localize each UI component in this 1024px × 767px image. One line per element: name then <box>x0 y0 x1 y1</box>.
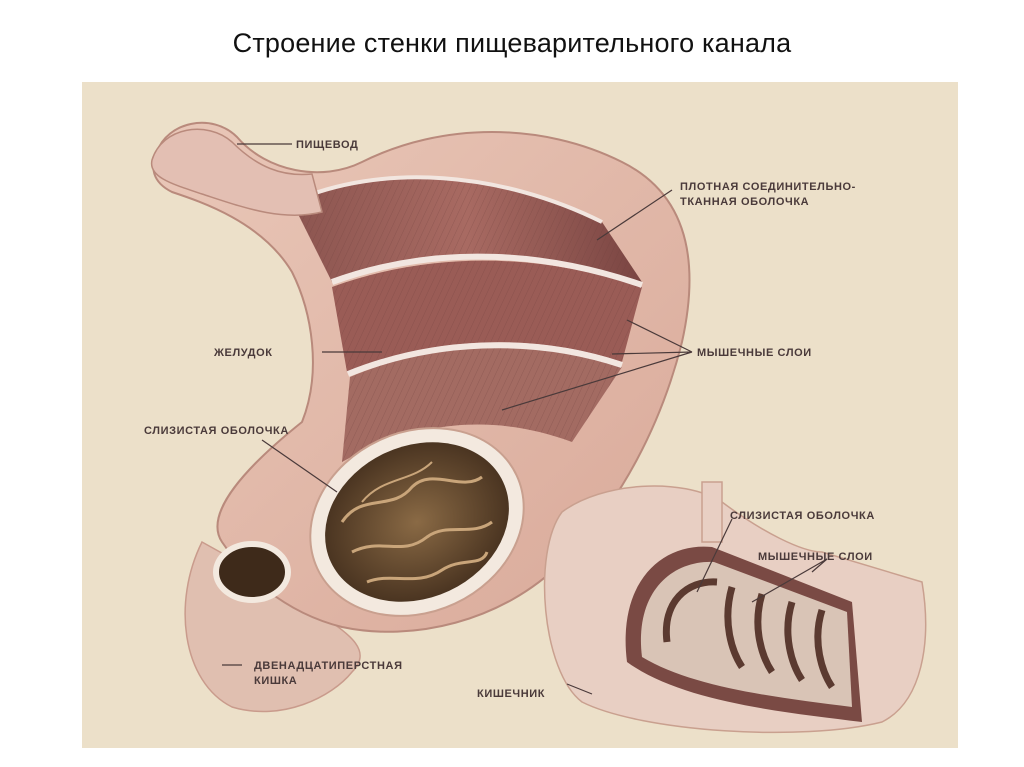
label-duodenum-line1: ДВЕНАДЦАТИПЕРСТНАЯ <box>254 660 403 672</box>
stomach <box>150 121 691 633</box>
label-duodenum-line2: КИШКА <box>254 675 297 687</box>
intestine-section <box>543 481 927 734</box>
label-esophagus: ПИЩЕВОД <box>296 139 358 151</box>
label-muscle-layers: МЫШЕЧНЫЕ СЛОИ <box>697 347 812 359</box>
leader-lines <box>222 143 828 695</box>
label-intestine-muscle-layers: МЫШЕЧНЫЕ СЛОИ <box>758 551 873 563</box>
label-intestine: КИШЕЧНИК <box>477 688 545 700</box>
label-dense-coat-line2: ТКАННАЯ ОБОЛОЧКА <box>680 196 809 208</box>
label-stomach: ЖЕЛУДОК <box>213 347 273 359</box>
label-dense-coat-line1: ПЛОТНАЯ СОЕДИНИТЕЛЬНО- <box>680 181 856 193</box>
label-mucosa: СЛИЗИСТАЯ ОБОЛОЧКА <box>144 425 289 437</box>
digestive-wall-illustration: ПИЩЕВОД ПЛОТНАЯ СОЕДИНИТЕЛЬНО- ТКАННАЯ О… <box>144 121 927 734</box>
stomach-cross-section <box>213 427 525 617</box>
label-intestine-mucosa: СЛИЗИСТАЯ ОБОЛОЧКА <box>730 510 875 522</box>
diagram-title: Строение стенки пищеварительного канала <box>232 28 792 58</box>
